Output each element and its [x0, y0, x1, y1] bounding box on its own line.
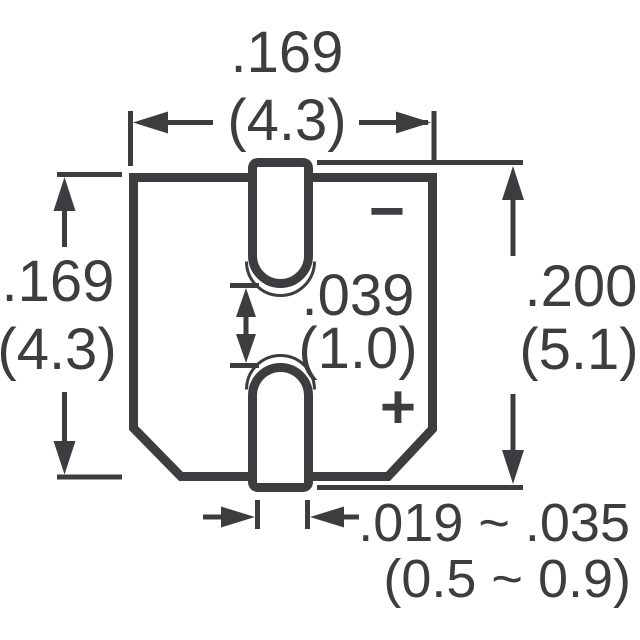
bottom-terminal-pad — [248, 363, 313, 492]
terminal-gap-inches-label: .039 — [302, 263, 415, 328]
width-arrowhead-left — [133, 111, 168, 134]
height-arrowhead-down — [53, 441, 76, 475]
overall-arrowhead-up — [502, 166, 524, 200]
negative-polarity-mark: − — [369, 177, 405, 246]
top-terminal-shade-arc — [245, 261, 316, 297]
terminal-width-mm-label: (0.5 ~ 0.9) — [383, 549, 631, 609]
overall-height-mm-label: (5.1) — [519, 317, 638, 382]
gap-arrowhead-up — [236, 288, 256, 317]
body-height-mm-label: (4.3) — [0, 317, 117, 382]
terminal-gap-dimension — [230, 283, 259, 368]
body-height-dimension — [53, 172, 122, 480]
overall-height-dimension — [317, 160, 524, 490]
terminal-width-arrowhead-right-pointing — [221, 506, 255, 528]
body-width-mm-label: (4.3) — [227, 88, 346, 153]
body-height-inches-label: .169 — [2, 249, 115, 314]
overall-arrowhead-down — [502, 450, 524, 484]
body-outline — [129, 173, 437, 481]
body-width-dimension — [128, 111, 437, 166]
terminal-width-inches-label: .019 ~ .035 — [358, 493, 630, 553]
positive-polarity-mark: + — [380, 373, 416, 442]
overall-height-inches-label: .200 — [525, 254, 638, 319]
body-width-inches-label: .169 — [231, 20, 344, 85]
bottom-terminal-shade-arc — [245, 354, 316, 390]
top-terminal-pad — [248, 158, 313, 288]
terminal-width-arrowhead-left-pointing — [310, 506, 344, 528]
gap-arrowhead-down — [236, 334, 256, 363]
terminal-gap-mm-label: (1.0) — [298, 316, 417, 381]
width-arrowhead-right — [396, 111, 431, 134]
terminal-width-dimension — [203, 500, 359, 529]
height-arrowhead-up — [53, 177, 76, 211]
